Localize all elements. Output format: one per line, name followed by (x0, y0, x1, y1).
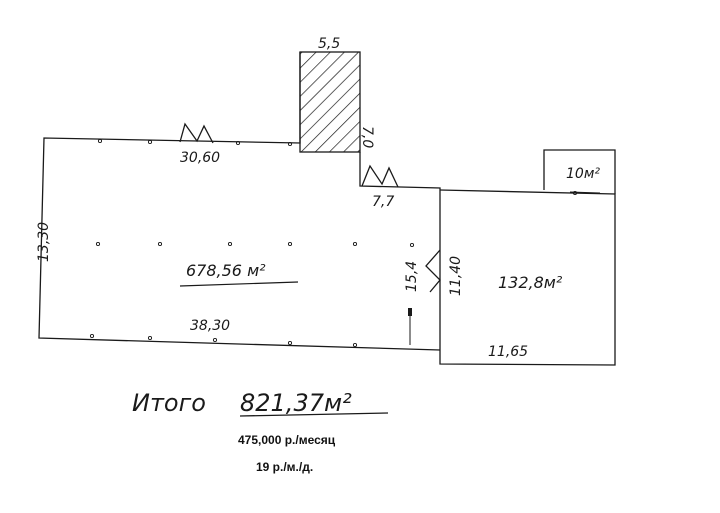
dim-top-wall: 30,60 (180, 150, 220, 166)
dim-stub-top: 5,5 (318, 36, 340, 52)
price-per-month: 475,000 р./месяц (238, 433, 336, 447)
dim-stub-height: 7,0 (359, 126, 375, 148)
dim-bottom-main: 38,30 (190, 318, 230, 334)
small-room-label: 10м² (566, 166, 600, 182)
door-symbol-top (179, 122, 214, 144)
column-marker (287, 241, 293, 247)
dim-door-right: 7,7 (372, 194, 394, 210)
dim-partition-right: 11,40 (448, 256, 464, 296)
column-marker (287, 340, 293, 346)
column-marker (89, 333, 95, 339)
right-room-area: 132,8м² (498, 273, 563, 292)
top-right-wall (359, 152, 441, 350)
main-room-area: 678,56 м² (186, 261, 266, 280)
rate-per-sqm: 19 р./м./д. (256, 460, 314, 474)
column-marker (352, 342, 358, 348)
small-room-outline (543, 149, 616, 194)
column-marker (147, 335, 153, 341)
column-marker (287, 141, 293, 147)
dim-left-wall: 13,30 (36, 222, 52, 262)
column-marker (97, 138, 103, 144)
right-room-outline (439, 189, 616, 366)
total-value: 821,37м² (240, 389, 352, 417)
column-marker (227, 241, 233, 247)
dim-partition-left: 15,4 (404, 261, 420, 292)
column-markers (89, 138, 578, 348)
column-marker (95, 241, 101, 247)
column-marker (352, 241, 358, 247)
column-marker (212, 337, 218, 343)
column-marker (235, 140, 241, 146)
dim-bottom-right: 11,65 (488, 344, 528, 360)
partition-zigzag (425, 249, 441, 293)
column-marker (147, 139, 153, 145)
column-marker (157, 241, 163, 247)
door-symbol-right (361, 164, 399, 188)
column-marker (409, 242, 415, 248)
column-marker (572, 190, 578, 196)
fixture-marker (408, 308, 412, 316)
total-label: Итого (132, 389, 206, 417)
hatched-stub (299, 51, 361, 153)
